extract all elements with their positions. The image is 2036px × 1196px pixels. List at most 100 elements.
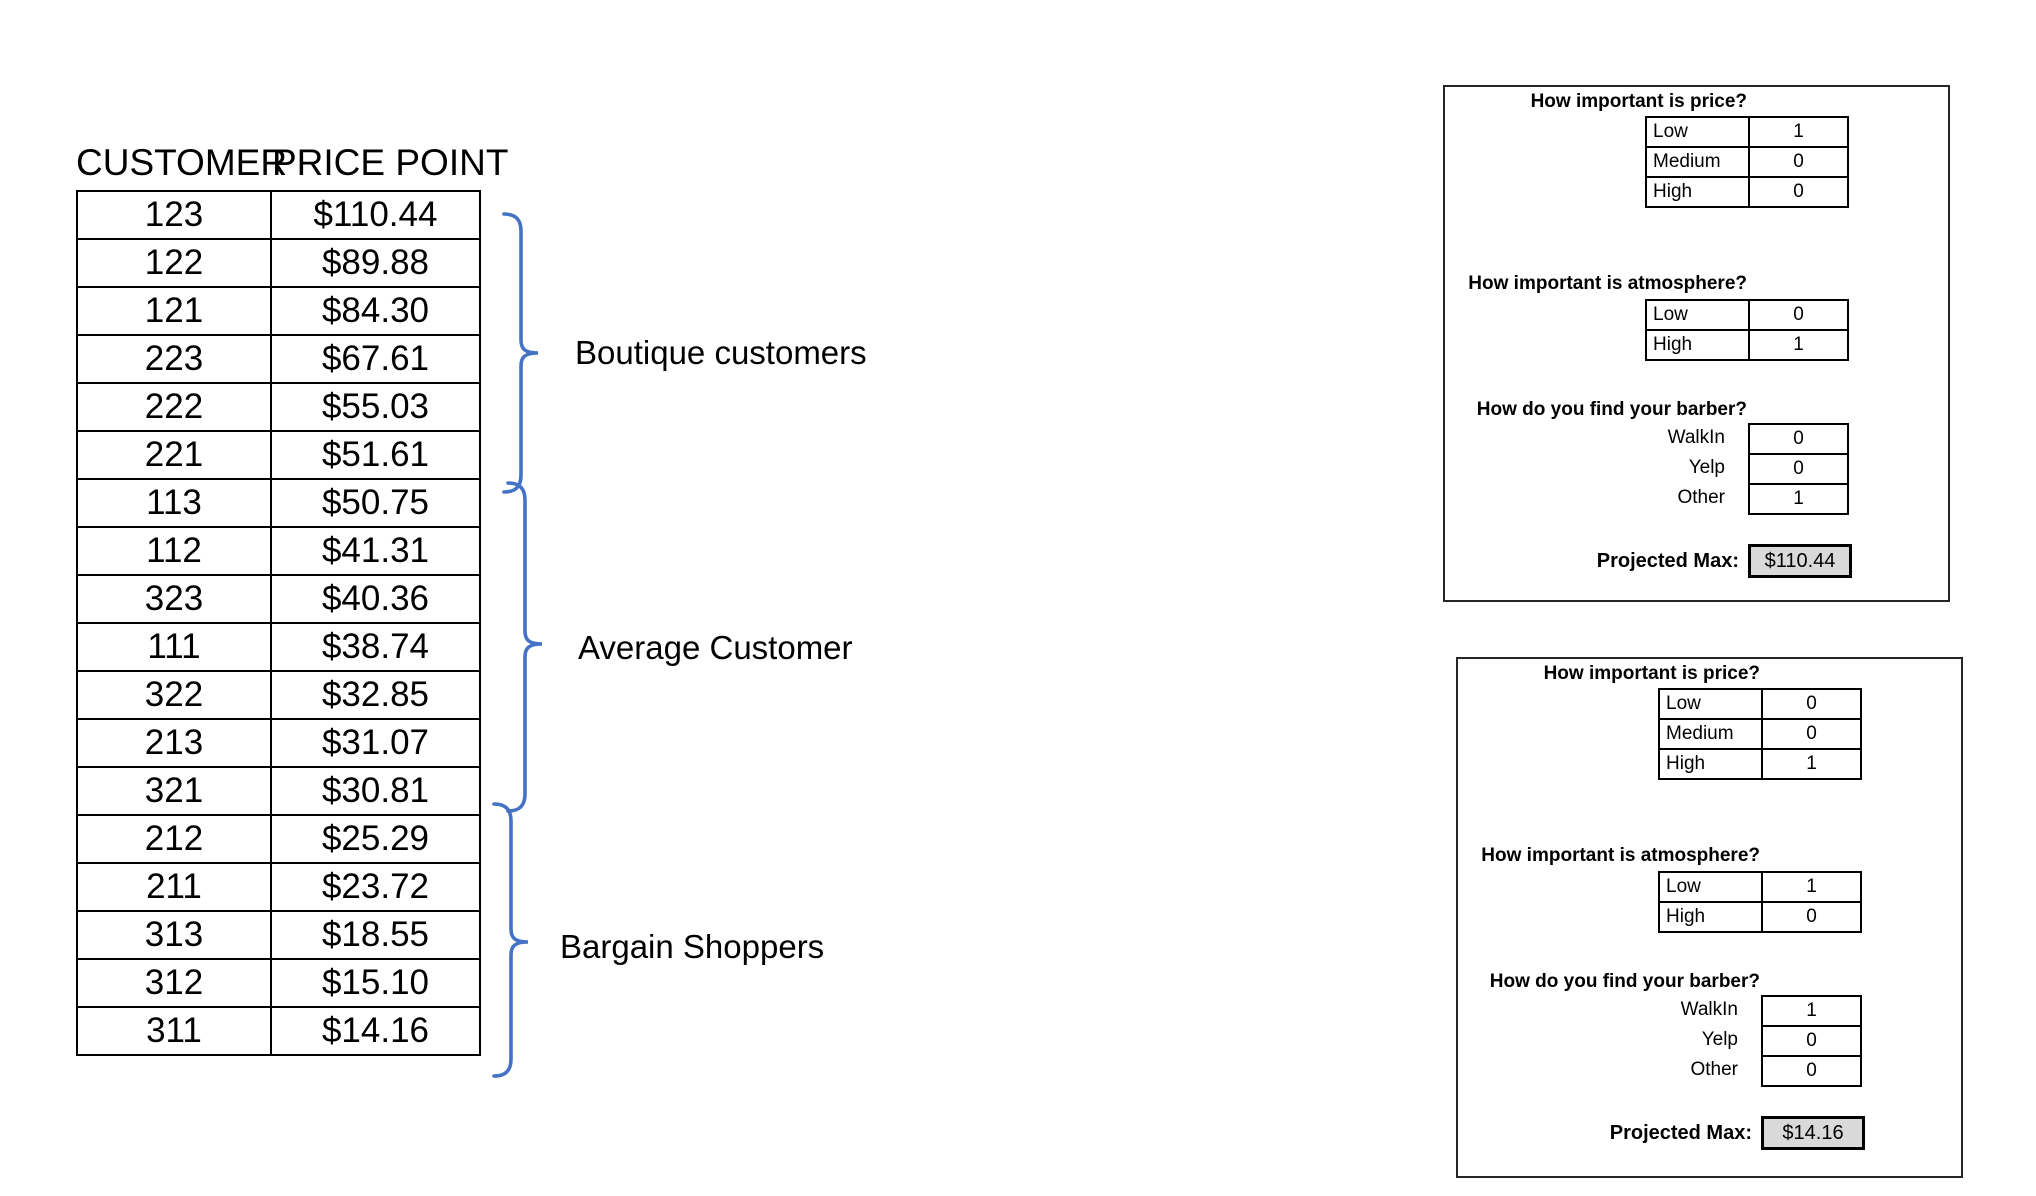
option-label: WalkIn (1667, 427, 1725, 448)
option-label: High (1645, 176, 1750, 208)
barber-option-labels: WalkIn Yelp Other (1458, 995, 1738, 1085)
barber-option-values: 1 0 0 (1761, 995, 1862, 1087)
bargain-bracket-brace (492, 802, 529, 1078)
table-row: 221$51.61 (76, 430, 481, 480)
option-row: 1 (1748, 483, 1849, 515)
table-row: 311$14.16 (76, 1006, 481, 1056)
option-value-cell[interactable]: 1 (1748, 483, 1849, 515)
table-row: 313$18.55 (76, 910, 481, 960)
barber-option-values: 0 0 1 (1748, 423, 1849, 515)
customer-id-cell: 213 (76, 718, 272, 768)
customer-id-cell: 122 (76, 238, 272, 288)
option-value-cell[interactable]: 1 (1748, 116, 1849, 148)
option-label: High (1645, 329, 1750, 361)
projected-max-value[interactable]: $14.16 (1761, 1116, 1865, 1150)
question-title-price: How important is price? (1543, 663, 1760, 684)
table-row: 123$110.44 (76, 190, 481, 240)
customer-id-cell: 223 (76, 334, 272, 384)
table-row: 211$23.72 (76, 862, 481, 912)
price-point-cell: $30.81 (270, 766, 481, 816)
customer-id-cell: 113 (76, 478, 272, 528)
table-row: 122$89.88 (76, 238, 481, 288)
question-title-find-barber: How do you find your barber? (1489, 971, 1760, 992)
customer-id-cell: 121 (76, 286, 272, 336)
option-label: Other (1690, 1059, 1738, 1080)
option-value-cell[interactable]: 0 (1748, 176, 1849, 208)
boutique-bracket-brace (502, 212, 539, 494)
table-row: 312$15.10 (76, 958, 481, 1008)
option-label: Yelp (1701, 1029, 1738, 1050)
option-value-cell[interactable]: 0 (1761, 1055, 1862, 1087)
customer-id-cell: 123 (76, 190, 272, 240)
price-point-cell: $18.55 (270, 910, 481, 960)
customer-id-cell: 112 (76, 526, 272, 576)
table-row: 223$67.61 (76, 334, 481, 384)
option-row: 1 (1761, 995, 1862, 1027)
option-value-cell[interactable]: 0 (1748, 299, 1849, 331)
option-value-cell[interactable]: 1 (1761, 748, 1862, 780)
question-title-find-barber: How do you find your barber? (1476, 399, 1747, 420)
price-point-cell: $50.75 (270, 478, 481, 528)
table-row: 321$30.81 (76, 766, 481, 816)
option-row: 0 (1761, 1025, 1862, 1057)
option-value-cell[interactable]: 1 (1761, 995, 1862, 1027)
option-row: 0 (1761, 1055, 1862, 1087)
segment-label-average: Average Customer (578, 629, 853, 666)
table-row: 111$38.74 (76, 622, 481, 672)
segment-label-bargain: Bargain Shoppers (560, 928, 825, 965)
customer-id-cell: 323 (76, 574, 272, 624)
option-label: High (1658, 748, 1763, 780)
table-row: 322$32.85 (76, 670, 481, 720)
customer-id-cell: 312 (76, 958, 272, 1008)
question-title-price: How important is price? (1530, 91, 1747, 112)
option-label: Low (1645, 116, 1750, 148)
table-row: 213$31.07 (76, 718, 481, 768)
question-title-atmosphere: How important is atmosphere? (1468, 273, 1747, 294)
option-row: 0 (1748, 453, 1849, 485)
price-point-cell: $40.36 (270, 574, 481, 624)
table-row: 121$84.30 (76, 286, 481, 336)
option-label: Medium (1645, 146, 1750, 178)
option-value-cell[interactable]: 1 (1761, 871, 1862, 903)
option-value-cell[interactable]: 0 (1761, 718, 1862, 750)
price-point-cell: $14.16 (270, 1006, 481, 1056)
option-value-cell[interactable]: 0 (1748, 453, 1849, 485)
price-point-cell: $31.07 (270, 718, 481, 768)
table-row: 222$55.03 (76, 382, 481, 432)
question-title-atmosphere: How important is atmosphere? (1481, 845, 1760, 866)
price-point-cell: $55.03 (270, 382, 481, 432)
option-value-cell[interactable]: 0 (1748, 423, 1849, 455)
price-point-column-header: PRICE POINT (272, 142, 509, 183)
customer-id-cell: 221 (76, 430, 272, 480)
option-label: High (1658, 901, 1763, 933)
customer-id-cell: 311 (76, 1006, 272, 1056)
price-point-cell: $23.72 (270, 862, 481, 912)
option-value-cell[interactable]: 0 (1748, 146, 1849, 178)
table-row: 113$50.75 (76, 478, 481, 528)
customer-price-table: 123$110.44 122$89.88 121$84.30 223$67.61… (76, 190, 481, 1056)
projected-max-value[interactable]: $110.44 (1748, 544, 1852, 578)
price-point-cell: $89.88 (270, 238, 481, 288)
option-value-cell[interactable]: 0 (1761, 901, 1862, 933)
option-label: WalkIn (1680, 999, 1738, 1020)
price-point-cell: $25.29 (270, 814, 481, 864)
customer-id-cell: 212 (76, 814, 272, 864)
customer-id-cell: 211 (76, 862, 272, 912)
average-bracket-brace (506, 481, 543, 813)
price-point-cell: $15.10 (270, 958, 481, 1008)
price-point-cell: $51.61 (270, 430, 481, 480)
table-row: 323$40.36 (76, 574, 481, 624)
option-label: Low (1645, 299, 1750, 331)
segment-label-boutique: Boutique customers (575, 334, 867, 371)
option-value-cell[interactable]: 0 (1761, 1025, 1862, 1057)
option-value-cell[interactable]: 1 (1748, 329, 1849, 361)
option-value-cell[interactable]: 0 (1761, 688, 1862, 720)
projected-max-label: Projected Max: (1609, 1122, 1752, 1144)
